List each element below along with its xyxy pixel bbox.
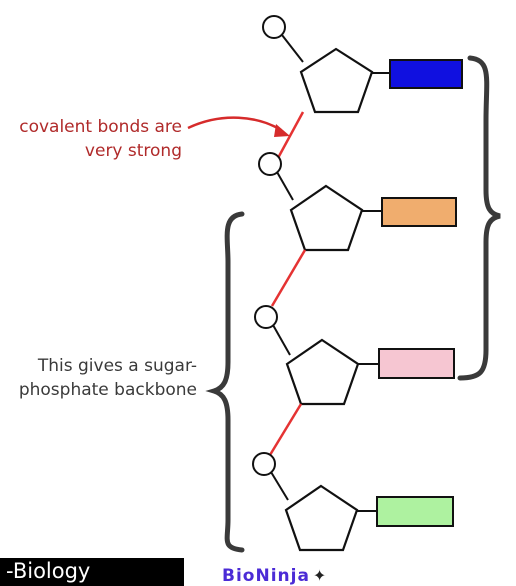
nucleotide-4 [252, 452, 454, 552]
base-3 [378, 348, 455, 379]
sugar-pentagon-1 [299, 47, 374, 114]
nucleotide-1 [262, 15, 463, 114]
phosphate-4 [252, 452, 276, 476]
phosphate-sugar-link-3 [272, 324, 291, 356]
sugar-pentagon-2 [289, 184, 364, 252]
footer-label: -Biology [6, 559, 91, 583]
base-1 [389, 59, 463, 89]
backbone-label-line1: This gives a sugar- [37, 356, 197, 376]
phosphate-sugar-link-2 [276, 171, 294, 201]
phosphate-2 [258, 152, 282, 176]
phosphate-3 [254, 305, 278, 329]
covalent-label-line1: covalent bonds are [19, 117, 182, 137]
sugar-pentagon-3 [285, 338, 360, 406]
covalent-bond-3 [268, 403, 303, 456]
phosphate-1 [262, 15, 286, 39]
nucleotide-2 [258, 152, 457, 252]
backbone-label-line2: phosphate backbone [19, 380, 197, 400]
covalent-bond-1 [276, 111, 305, 159]
covalent-bond-2 [270, 249, 307, 307]
base-2 [381, 197, 457, 227]
sugar-pentagon-4 [284, 484, 359, 552]
right-brace [457, 55, 501, 381]
logo-text: BioNinja [222, 566, 310, 586]
phosphate-sugar-link-1 [281, 34, 304, 63]
base-4 [376, 496, 454, 527]
ninja-star-icon: ✦ [312, 568, 327, 585]
annotation-arrow [187, 116, 282, 132]
annotation-arrowhead [274, 124, 290, 137]
covalent-label-line2: very strong [85, 141, 182, 161]
phosphate-sugar-link-4 [270, 471, 289, 501]
footer-banner: -Biology [0, 558, 184, 586]
left-brace [205, 211, 245, 553]
dna-strand-diagram: covalent bonds are very strong This give… [19, 15, 501, 553]
nucleotide-3 [254, 305, 455, 406]
bioninja-logo: BioNinja✦ [222, 566, 362, 586]
